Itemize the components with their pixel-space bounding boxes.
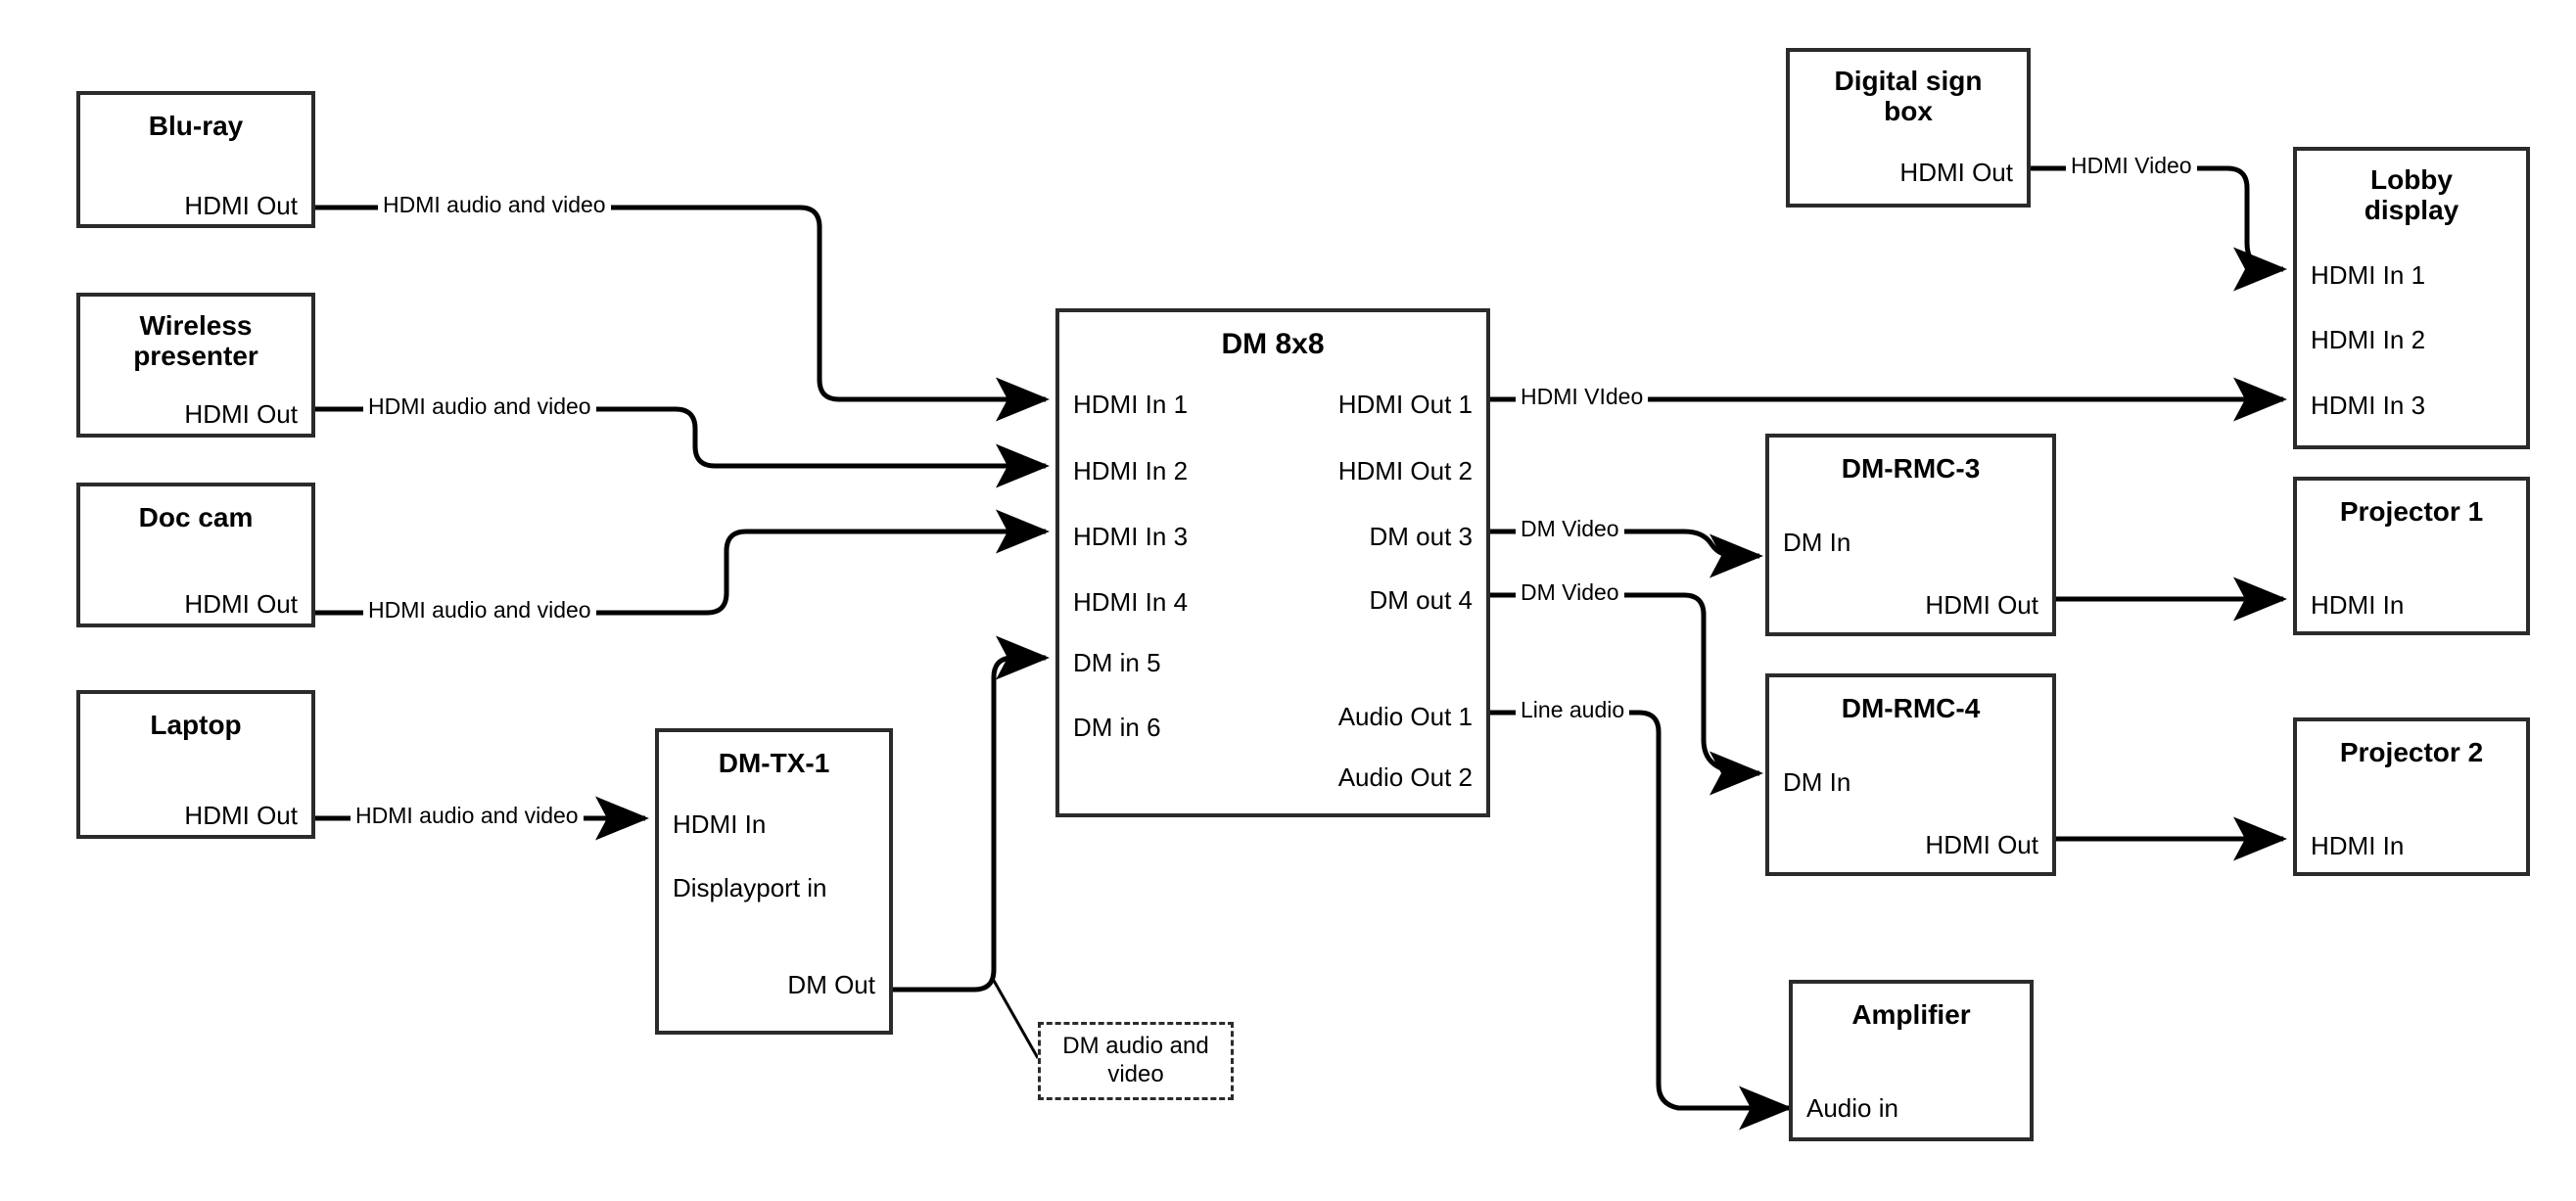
note-dm-audio-and-video-text: DM audio and video bbox=[1062, 1033, 1209, 1087]
node-bluray-title: Blu-ray bbox=[148, 111, 244, 141]
node-dm-8x8-input-hdmi-in-1: HDMI In 1 bbox=[1073, 390, 1189, 419]
node-dm-8x8-output-hdmi-out-1: HDMI Out 1 bbox=[1337, 390, 1473, 419]
node-dm-tx-1[interactable]: DM-TX-1 HDMI In Displayport in DM Out bbox=[655, 728, 893, 1035]
node-laptop-port-hdmi-out: HDMI Out bbox=[184, 801, 298, 830]
node-doc-cam-title: Doc cam bbox=[138, 502, 254, 532]
node-dm-8x8-output-hdmi-out-2: HDMI Out 2 bbox=[1337, 456, 1473, 485]
wire-audioout1-to-amp bbox=[1490, 710, 1794, 1131]
node-dm-rmc-3[interactable]: DM-RMC-3 DM In HDMI Out bbox=[1765, 434, 2056, 636]
edge-label-audio-out-1: Line audio bbox=[1516, 699, 1630, 721]
node-dm-rmc-4-port-dm-in: DM In bbox=[1783, 767, 1851, 797]
node-dm-rmc-3-port-hdmi-out: HDMI Out bbox=[1925, 590, 2038, 620]
edge-label-doc-cam: HDMI audio and video bbox=[363, 599, 596, 622]
node-dm-rmc-3-port-dm-in: DM In bbox=[1783, 528, 1851, 557]
node-projector-1-title: Projector 1 bbox=[2339, 496, 2484, 527]
node-projector-2-port-hdmi-in: HDMI In bbox=[2311, 831, 2405, 860]
node-doc-cam[interactable]: Doc cam HDMI Out bbox=[76, 483, 315, 627]
node-dm-tx-1-port-hdmi-in: HDMI In bbox=[673, 809, 767, 839]
node-wireless-presenter-title: Wireless presenter bbox=[133, 310, 258, 372]
edge-label-wireless-presenter: HDMI audio and video bbox=[363, 395, 596, 418]
node-dm-rmc-4-title: DM-RMC-4 bbox=[1841, 693, 1981, 723]
edge-label-dm-out-4: DM Video bbox=[1516, 581, 1624, 604]
wire-doccam-to-dm-in3 bbox=[315, 509, 1051, 616]
edge-label-laptop: HDMI audio and video bbox=[351, 805, 584, 827]
node-laptop[interactable]: Laptop HDMI Out bbox=[76, 690, 315, 839]
node-dm-8x8-input-hdmi-in-3: HDMI In 3 bbox=[1073, 522, 1189, 551]
node-lobby-display-port-hdmi-in-3: HDMI In 3 bbox=[2311, 391, 2426, 420]
edge-label-dm-out-3: DM Video bbox=[1516, 518, 1624, 540]
edge-label-digital-sign: HDMI Video bbox=[2066, 155, 2197, 177]
node-bluray-port-hdmi-out: HDMI Out bbox=[184, 191, 298, 220]
node-dm-8x8-title: DM 8x8 bbox=[1221, 328, 1325, 360]
wire-dmout4-to-rmc4 bbox=[1490, 592, 1764, 796]
node-projector-2-title: Projector 2 bbox=[2339, 737, 2484, 767]
wire-wireless-to-dm-in2 bbox=[315, 406, 1051, 488]
leader-line-note bbox=[991, 978, 1040, 1059]
node-dm-tx-1-port-displayport-in: Displayport in bbox=[673, 873, 827, 902]
node-lobby-display-port-hdmi-in-1: HDMI In 1 bbox=[2311, 260, 2426, 290]
edge-label-bluray: HDMI audio and video bbox=[378, 194, 611, 216]
node-doc-cam-port-hdmi-out: HDMI Out bbox=[184, 589, 298, 619]
node-lobby-display-port-hdmi-in-2: HDMI In 2 bbox=[2311, 325, 2426, 354]
node-dm-8x8-output-dm-out-4: DM out 4 bbox=[1369, 585, 1474, 615]
node-dm-8x8-input-dm-in-6: DM in 6 bbox=[1073, 713, 1161, 742]
node-amplifier[interactable]: Amplifier Audio in bbox=[1789, 980, 2034, 1141]
node-dm-8x8-output-dm-out-3: DM out 3 bbox=[1369, 522, 1474, 551]
node-wireless-presenter[interactable]: Wireless presenter HDMI Out bbox=[76, 293, 315, 438]
node-dm-rmc-3-title: DM-RMC-3 bbox=[1841, 453, 1981, 484]
node-digital-sign-box[interactable]: Digital sign box HDMI Out bbox=[1786, 48, 2031, 208]
node-digital-sign-box-title: Digital sign box bbox=[1834, 66, 1983, 127]
node-amplifier-port-audio-in: Audio in bbox=[1806, 1093, 1898, 1123]
node-bluray[interactable]: Blu-ray HDMI Out bbox=[76, 91, 315, 228]
node-dm-tx-1-title: DM-TX-1 bbox=[718, 748, 830, 778]
node-projector-1-port-hdmi-in: HDMI In bbox=[2311, 590, 2405, 620]
node-projector-1[interactable]: Projector 1 HDMI In bbox=[2293, 477, 2530, 635]
node-dm-8x8-output-audio-out-1: Audio Out 1 bbox=[1337, 702, 1473, 731]
wire-sign-to-lobby-in1 bbox=[1878, 165, 2288, 292]
wire-dmtx1-to-dm-in5 bbox=[893, 635, 1051, 993]
node-amplifier-title: Amplifier bbox=[1851, 999, 1971, 1030]
node-dm-tx-1-port-dm-out: DM Out bbox=[787, 970, 875, 999]
node-lobby-display-title: Lobby display bbox=[2364, 164, 2459, 226]
wire-dmout3-to-rmc3 bbox=[1490, 529, 1764, 578]
node-laptop-title: Laptop bbox=[150, 710, 242, 740]
node-dm-rmc-4[interactable]: DM-RMC-4 DM In HDMI Out bbox=[1765, 673, 2056, 876]
node-dm-8x8-input-hdmi-in-2: HDMI In 2 bbox=[1073, 456, 1189, 485]
node-projector-2[interactable]: Projector 2 HDMI In bbox=[2293, 717, 2530, 876]
node-dm-8x8[interactable]: DM 8x8 HDMI In 1 HDMI In 2 HDMI In 3 HDM… bbox=[1055, 308, 1490, 817]
node-lobby-display[interactable]: Lobby display HDMI In 1 HDMI In 2 HDMI I… bbox=[2293, 147, 2530, 449]
wire-bluray-to-dm-in1 bbox=[315, 205, 1051, 422]
node-dm-rmc-4-port-hdmi-out: HDMI Out bbox=[1925, 830, 2038, 859]
node-digital-sign-box-port-hdmi-out: HDMI Out bbox=[1899, 158, 2013, 187]
node-wireless-presenter-port-hdmi-out: HDMI Out bbox=[184, 399, 298, 429]
node-dm-8x8-output-audio-out-2: Audio Out 2 bbox=[1337, 762, 1473, 792]
node-dm-8x8-input-dm-in-5: DM in 5 bbox=[1073, 648, 1161, 677]
node-dm-8x8-input-hdmi-in-4: HDMI In 4 bbox=[1073, 587, 1189, 617]
edge-label-hdmi-out-1: HDMI VIdeo bbox=[1516, 386, 1649, 408]
note-dm-audio-and-video: DM audio and video bbox=[1038, 1022, 1234, 1100]
